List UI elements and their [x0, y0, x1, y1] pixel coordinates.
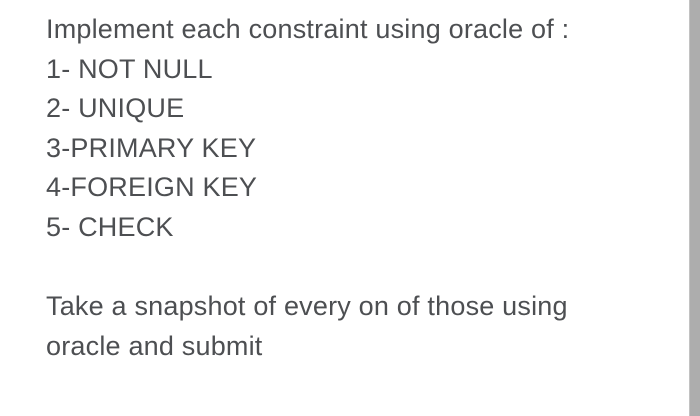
constraint-item-check: 5- CHECK [46, 211, 174, 242]
constraint-item-unique: 2- UNIQUE [46, 93, 185, 124]
task-footer-text-line-1: Take a snapshot of every on of those usi… [46, 291, 568, 322]
task-text-block: Implement each constraint using oracle o… [46, 10, 670, 366]
constraint-item-foreign-key: 4-FOREIGN KEY [46, 172, 258, 203]
task-footer-text-line-2: oracle and submit [46, 330, 263, 361]
constraint-item-primary-key: 3-PRIMARY KEY [46, 132, 257, 163]
blank-line [46, 248, 670, 288]
task-intro-text: Implement each constraint using oracle o… [46, 14, 570, 44]
vertical-scrollbar[interactable] [689, 0, 700, 416]
constraint-item-not-null: 1- NOT NULL [46, 53, 213, 84]
